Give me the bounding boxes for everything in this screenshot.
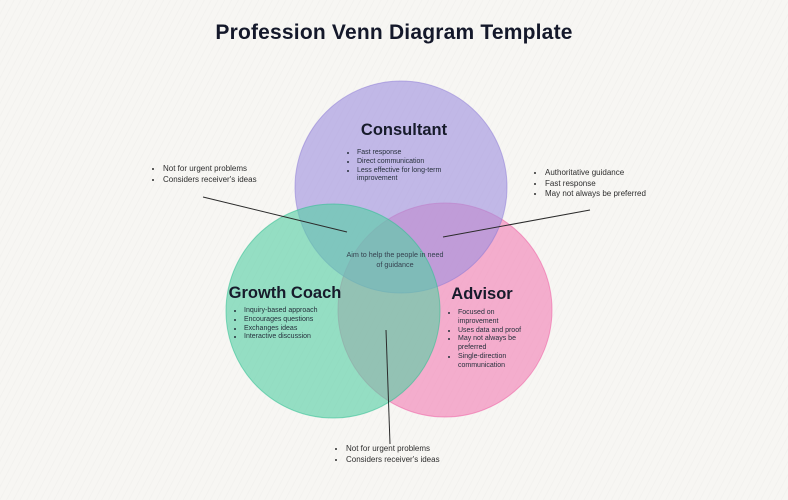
right-annotation-line xyxy=(442,209,591,238)
list-item: Encourages questions xyxy=(244,316,348,325)
list-item: Less effective for long-term improvement xyxy=(357,167,470,185)
list-item: Interactive discussion xyxy=(244,333,348,342)
list-item: May not always be preferred xyxy=(545,189,676,200)
advisor-heading: Advisor xyxy=(451,285,513,303)
left-annotation: Not for urgent problems Considers receiv… xyxy=(152,164,268,185)
growth-coach-heading: Growth Coach xyxy=(228,284,342,302)
bottom-annotation-line xyxy=(385,329,391,445)
list-item: Considers receiver's ideas xyxy=(163,175,268,186)
right-annotation: Authoritative guidance Fast response May… xyxy=(534,168,676,200)
list-item: Considers receiver's ideas xyxy=(346,455,451,466)
page-title: Profession Venn Diagram Template xyxy=(215,21,573,44)
right-annotation-list: Authoritative guidance Fast response May… xyxy=(534,168,676,200)
list-item: Focused on improvement xyxy=(458,309,534,327)
list-item: Uses data and proof xyxy=(458,327,534,336)
list-item: Authoritative guidance xyxy=(545,168,676,179)
left-annotation-line xyxy=(202,196,348,233)
list-item: Not for urgent problems xyxy=(163,164,268,175)
consultant-section: Consultant Fast response Direct communic… xyxy=(338,121,470,184)
left-annotation-list: Not for urgent problems Considers receiv… xyxy=(152,164,268,185)
list-item: Not for urgent problems xyxy=(346,444,451,455)
advisor-section: Advisor Focused on improvement Uses data… xyxy=(430,285,534,371)
consultant-heading: Consultant xyxy=(360,121,448,139)
list-item: May not always be preferred xyxy=(458,335,534,353)
consultant-list: Fast response Direct communication Less … xyxy=(338,149,470,184)
list-item: Exchanges ideas xyxy=(244,325,348,334)
list-item: Fast response xyxy=(545,179,676,190)
coach-circle-outline xyxy=(225,203,441,419)
list-item: Inquiry-based approach xyxy=(244,307,348,316)
list-item: Single-direction communication xyxy=(458,353,534,371)
bottom-annotation: Not for urgent problems Considers receiv… xyxy=(335,444,451,465)
growth-coach-list: Inquiry-based approach Encourages questi… xyxy=(222,307,348,342)
advisor-list: Focused on improvement Uses data and pro… xyxy=(430,309,534,371)
list-item: Direct communication xyxy=(357,158,470,167)
center-intersection-text: Aim to help the people in need of guidan… xyxy=(346,250,444,269)
growth-coach-section: Growth Coach Inquiry-based approach Enco… xyxy=(222,284,348,342)
bottom-annotation-list: Not for urgent problems Considers receiv… xyxy=(335,444,451,465)
list-item: Fast response xyxy=(357,149,470,158)
coach-circle xyxy=(226,204,440,418)
